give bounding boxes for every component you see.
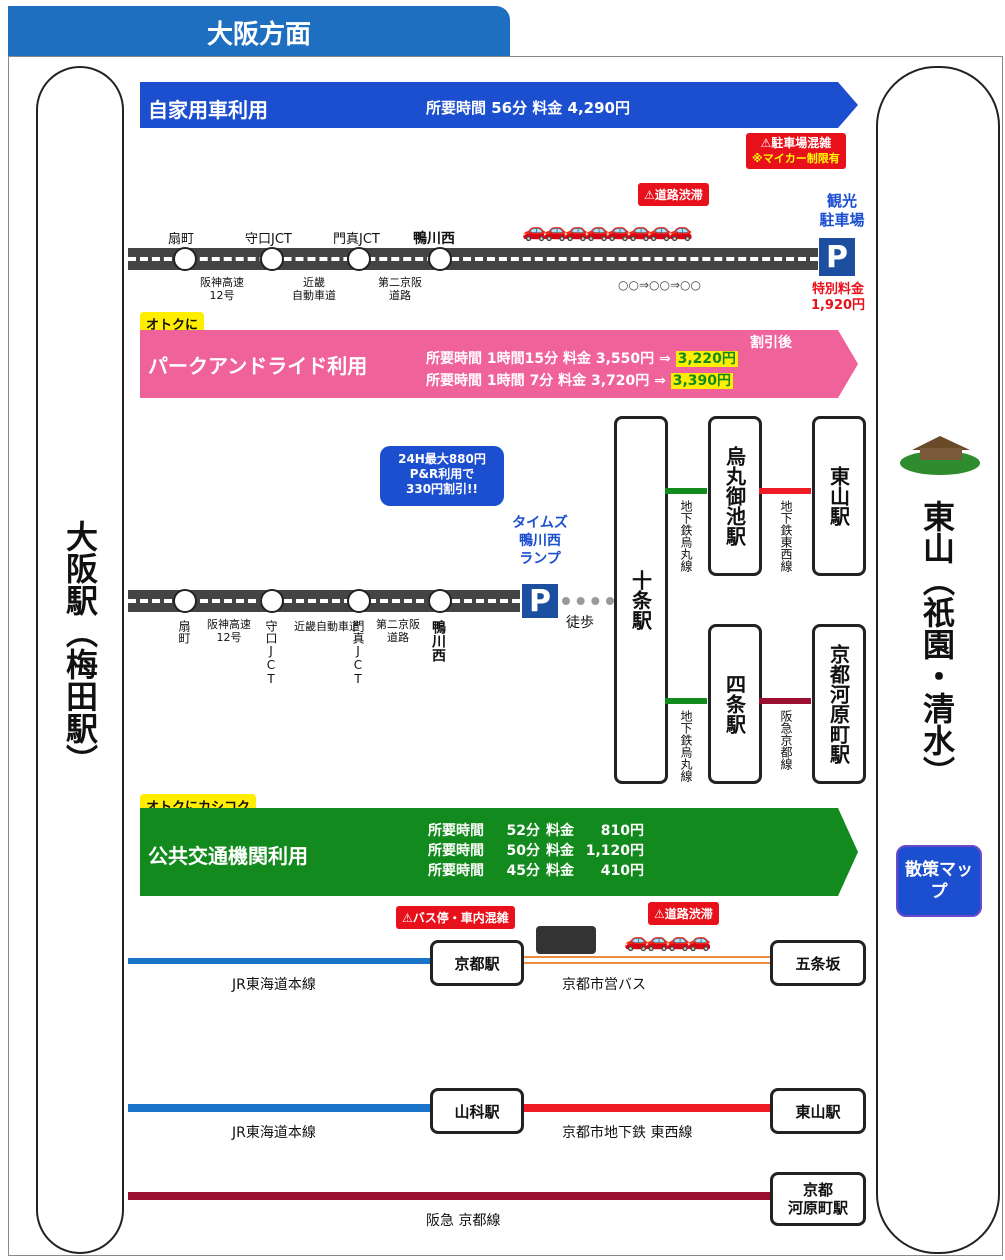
line-label: 地下鉄烏丸線 (679, 710, 693, 782)
park-ride-badge: オトクに (140, 312, 205, 335)
node-moriguchi (260, 589, 284, 613)
map-button[interactable]: 散策マップ (896, 845, 982, 917)
node-kamogawanishi (428, 589, 452, 613)
node-ougimachi (173, 247, 197, 271)
park-ride-row: 所要時間 1時間 7分 料金 3,720円 ⇒ 3,390円 (426, 373, 734, 389)
car-icons: 🚗🚗🚗🚗 (624, 928, 712, 952)
station-jujo[interactable]: 十条駅 (614, 416, 668, 784)
node-label: 扇町 (168, 232, 195, 247)
bus-line (522, 956, 770, 964)
line-karasuma-top (665, 488, 707, 494)
station-kawaramachi[interactable]: 京都河原町駅 (812, 624, 866, 784)
node-label: 門真JCT (333, 232, 380, 247)
frame (8, 56, 1003, 1256)
park-ride-label: パークアンドライド利用 (148, 354, 368, 378)
special-fee: 特別料金 1,920円 (810, 282, 866, 313)
line-label: JR東海道本線 (232, 977, 316, 993)
line-label: 京都市営バス (562, 977, 646, 993)
header-title: 大阪方面 (206, 20, 311, 50)
ramp-parking-icon: P (522, 584, 558, 619)
node-label: 鴨川西 (430, 620, 446, 662)
node-kadoma (347, 589, 371, 613)
node-label: 鴨川西 (413, 231, 455, 247)
node-kadoma (347, 247, 371, 271)
bus-icon (536, 926, 596, 954)
station-higashiyama[interactable]: 東山駅 (812, 416, 866, 576)
parking-name: 観光 駐車場 (819, 192, 865, 229)
right-terminal (876, 66, 1000, 1254)
right-terminal-label: 東山（祇園・清水） (918, 500, 956, 788)
station-yamashina[interactable]: 山科駅 (430, 1088, 524, 1134)
park-ride-row: 所要時間 1時間15分 料金 3,550円 ⇒ 3,220円 (426, 351, 738, 367)
car-icons: 🚗🚗🚗🚗🚗🚗🚗🚗 (522, 218, 693, 242)
walk-label: 徒歩 (566, 615, 594, 631)
segment-label: 阪神高速 12号 (207, 618, 251, 644)
walk-path (562, 597, 614, 605)
parking-warning: ⚠駐車場混雑 ※マイカー制限有 (746, 133, 846, 169)
route-placeholder: ○○⇒○○⇒○○ (618, 278, 701, 292)
car-congestion-warning: ⚠道路渋滞 (638, 183, 709, 206)
line-label: 京都市地下鉄 東西線 (562, 1125, 693, 1141)
node-kamogawanishi (428, 247, 452, 271)
station-kyoto[interactable]: 京都駅 (430, 940, 524, 986)
segment-label: 近畿 自動車道 (292, 276, 336, 302)
transit-arrow (140, 808, 858, 896)
temple-icon (890, 430, 980, 475)
station-gojozaka[interactable]: 五条坂 (770, 940, 866, 986)
line-label: 阪急京都線 (779, 710, 793, 770)
line-tozai (759, 488, 811, 494)
tozai-line (522, 1104, 770, 1112)
segment-label: 阪神高速 12号 (200, 276, 244, 302)
header-tab (8, 6, 510, 56)
line-label: JR東海道本線 (232, 1125, 316, 1141)
segment-label: 第二京阪 道路 (376, 618, 420, 644)
segment-label: 第二京阪 道路 (378, 276, 422, 302)
segment-label: 近畿自動車道 (294, 620, 360, 633)
pr-bubble: 24H最大880円 P&R利用で 330円割引!! (380, 446, 504, 506)
line-karasuma-bottom (665, 698, 707, 704)
line-label: 地下鉄東西線 (779, 500, 793, 572)
node-label: 守口JCT (245, 232, 292, 247)
transit-road-warning: ⚠道路渋滞 (648, 902, 719, 925)
ramp-label: タイムズ 鴨川西 ランプ (512, 515, 568, 567)
car-label: 自家用車利用 (148, 98, 268, 122)
discount-header: 割引後 (750, 335, 792, 351)
warning-icon: ⚠ (760, 136, 772, 150)
line-label: 阪急 京都線 (426, 1213, 501, 1229)
node-moriguchi (260, 247, 284, 271)
bus-warning: ⚠バス停・車内混雑 (396, 906, 515, 929)
line-hankyu (759, 698, 811, 704)
station-higashiyama-2[interactable]: 東山駅 (770, 1088, 866, 1134)
node-label: 扇町 (177, 620, 191, 644)
left-terminal-label: 大阪駅（梅田駅） (61, 520, 99, 776)
left-terminal (36, 66, 124, 1254)
station-shijo[interactable]: 四条駅 (708, 624, 762, 784)
node-ougimachi (173, 589, 197, 613)
jr-line-1 (128, 958, 430, 964)
station-karasuma-oike[interactable]: 烏丸御池駅 (708, 416, 762, 576)
transit-label: 公共交通機関利用 (148, 844, 308, 868)
hankyu-line (128, 1192, 772, 1200)
node-label: 門真JCT (351, 620, 365, 686)
car-arrow (140, 82, 858, 128)
parking-icon: P (819, 238, 855, 276)
node-label: 守口JCT (264, 620, 278, 686)
station-kawaramachi-2[interactable]: 京都 河原町駅 (770, 1172, 866, 1226)
car-summary: 所要時間 56分 料金 4,290円 (426, 99, 630, 117)
line-label: 地下鉄烏丸線 (679, 500, 693, 572)
jr-line-2 (128, 1104, 430, 1112)
